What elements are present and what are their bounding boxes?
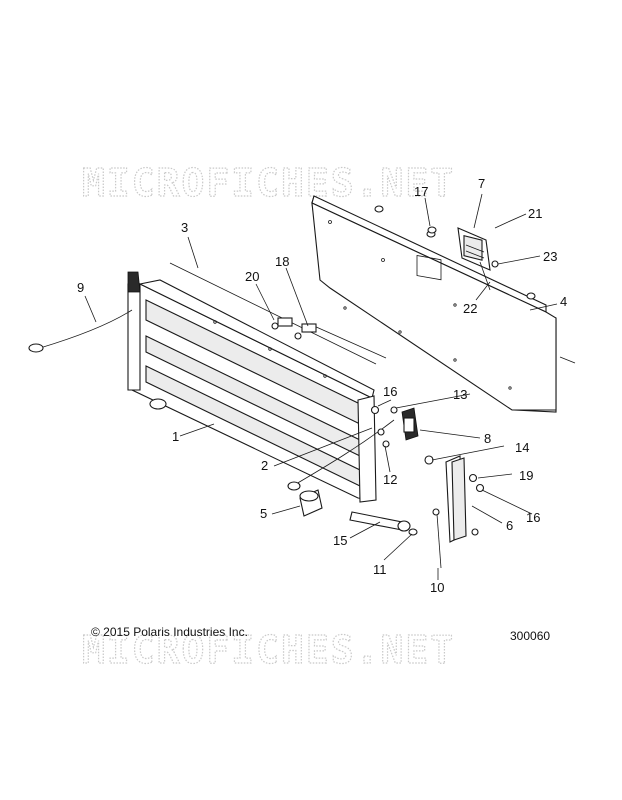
callout-6: 6 — [506, 518, 513, 533]
nut-part-6 — [471, 528, 479, 536]
screw-part-23 — [491, 260, 499, 268]
copyright-notice: © 2015 Polaris Industries Inc. — [91, 625, 248, 639]
link-part-22 — [479, 261, 491, 291]
callout-18: 18 — [275, 254, 289, 269]
cable-part-2 — [287, 419, 395, 491]
rod-part-3 — [169, 262, 377, 365]
callout-22: 22 — [463, 301, 477, 316]
strap-part-6 — [445, 455, 467, 543]
callout-4: 4 — [560, 294, 567, 309]
callout-1: 1 — [172, 429, 179, 444]
callout-15: 15 — [333, 533, 347, 548]
bolt-part-10 — [436, 513, 442, 569]
bushing-part-5 — [299, 489, 323, 517]
screw-part-21 — [494, 221, 509, 229]
bracket-part-20 — [277, 317, 293, 327]
figure-number: 300060 — [510, 629, 550, 643]
callout-12: 12 — [383, 472, 397, 487]
nut-part-11 — [408, 528, 418, 536]
callout-2: 2 — [261, 458, 268, 473]
washer-18 — [294, 332, 302, 340]
callout-16-b: 16 — [526, 510, 540, 525]
latch-part-7 — [457, 227, 491, 271]
callout-7: 7 — [478, 176, 485, 191]
bracket-part-18 — [301, 323, 317, 333]
fastener-part-12b — [382, 440, 390, 448]
rod-part-18 — [313, 325, 387, 359]
watermark-top: MICROFICHES.NET — [82, 161, 455, 205]
watermark-bottom: MICROFICHES.NET — [82, 628, 455, 672]
pin-part-15 — [349, 511, 411, 532]
leader-lines — [84, 193, 558, 580]
washer-20 — [271, 322, 279, 330]
side-latch-part-8 — [401, 407, 419, 441]
bolt-head-10 — [432, 508, 440, 516]
callout-5: 5 — [260, 506, 267, 521]
tailgate-part-1 — [127, 271, 377, 503]
callout-labels: 1 2 3 4 5 6 7 8 9 10 11 12 13 14 15 16 1… — [77, 176, 567, 595]
nut-part-16 — [370, 405, 380, 415]
washer-part-14 — [424, 455, 434, 465]
callout-13: 13 — [453, 387, 467, 402]
callout-3: 3 — [181, 220, 188, 235]
bolt-part-13 — [390, 406, 398, 414]
bolt-part-17 — [427, 226, 437, 234]
callout-11: 11 — [373, 562, 387, 577]
nut-part-16b — [475, 483, 485, 493]
callout-10: 10 — [430, 580, 444, 595]
callout-19: 19 — [519, 468, 533, 483]
callout-17: 17 — [414, 184, 428, 199]
callout-16-a: 16 — [383, 384, 397, 399]
callout-8: 8 — [484, 431, 491, 446]
fastener-part-12a — [377, 428, 385, 436]
callout-9: 9 — [77, 280, 84, 295]
nut-part-19 — [468, 473, 478, 483]
callout-20: 20 — [245, 269, 259, 284]
cable-part-9 — [28, 309, 133, 353]
callout-21: 21 — [528, 206, 542, 221]
callout-14: 14 — [515, 440, 529, 455]
callout-23: 23 — [543, 249, 557, 264]
